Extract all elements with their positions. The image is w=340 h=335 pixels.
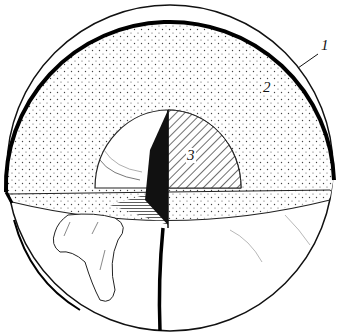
meridian xyxy=(159,228,163,331)
sphere xyxy=(7,5,333,331)
meridian xyxy=(14,220,80,310)
callout-number: 1 xyxy=(320,38,330,53)
continent xyxy=(53,214,123,301)
core-section xyxy=(168,110,241,188)
surface-shade xyxy=(230,215,310,262)
callout-number: 2 xyxy=(262,80,272,95)
mantle-section xyxy=(7,23,333,220)
cut-line xyxy=(167,110,169,228)
cut-plane-front xyxy=(12,200,330,221)
callout-number: 3 xyxy=(186,148,196,163)
continent-shade xyxy=(64,222,105,270)
cut-plane-edge xyxy=(8,190,330,194)
core-floor xyxy=(110,110,168,225)
core-shade xyxy=(104,150,142,172)
crust xyxy=(6,22,334,192)
leader-line xyxy=(298,54,318,68)
core-shade xyxy=(100,160,140,180)
core-shadow xyxy=(145,110,168,225)
crust xyxy=(6,192,12,203)
